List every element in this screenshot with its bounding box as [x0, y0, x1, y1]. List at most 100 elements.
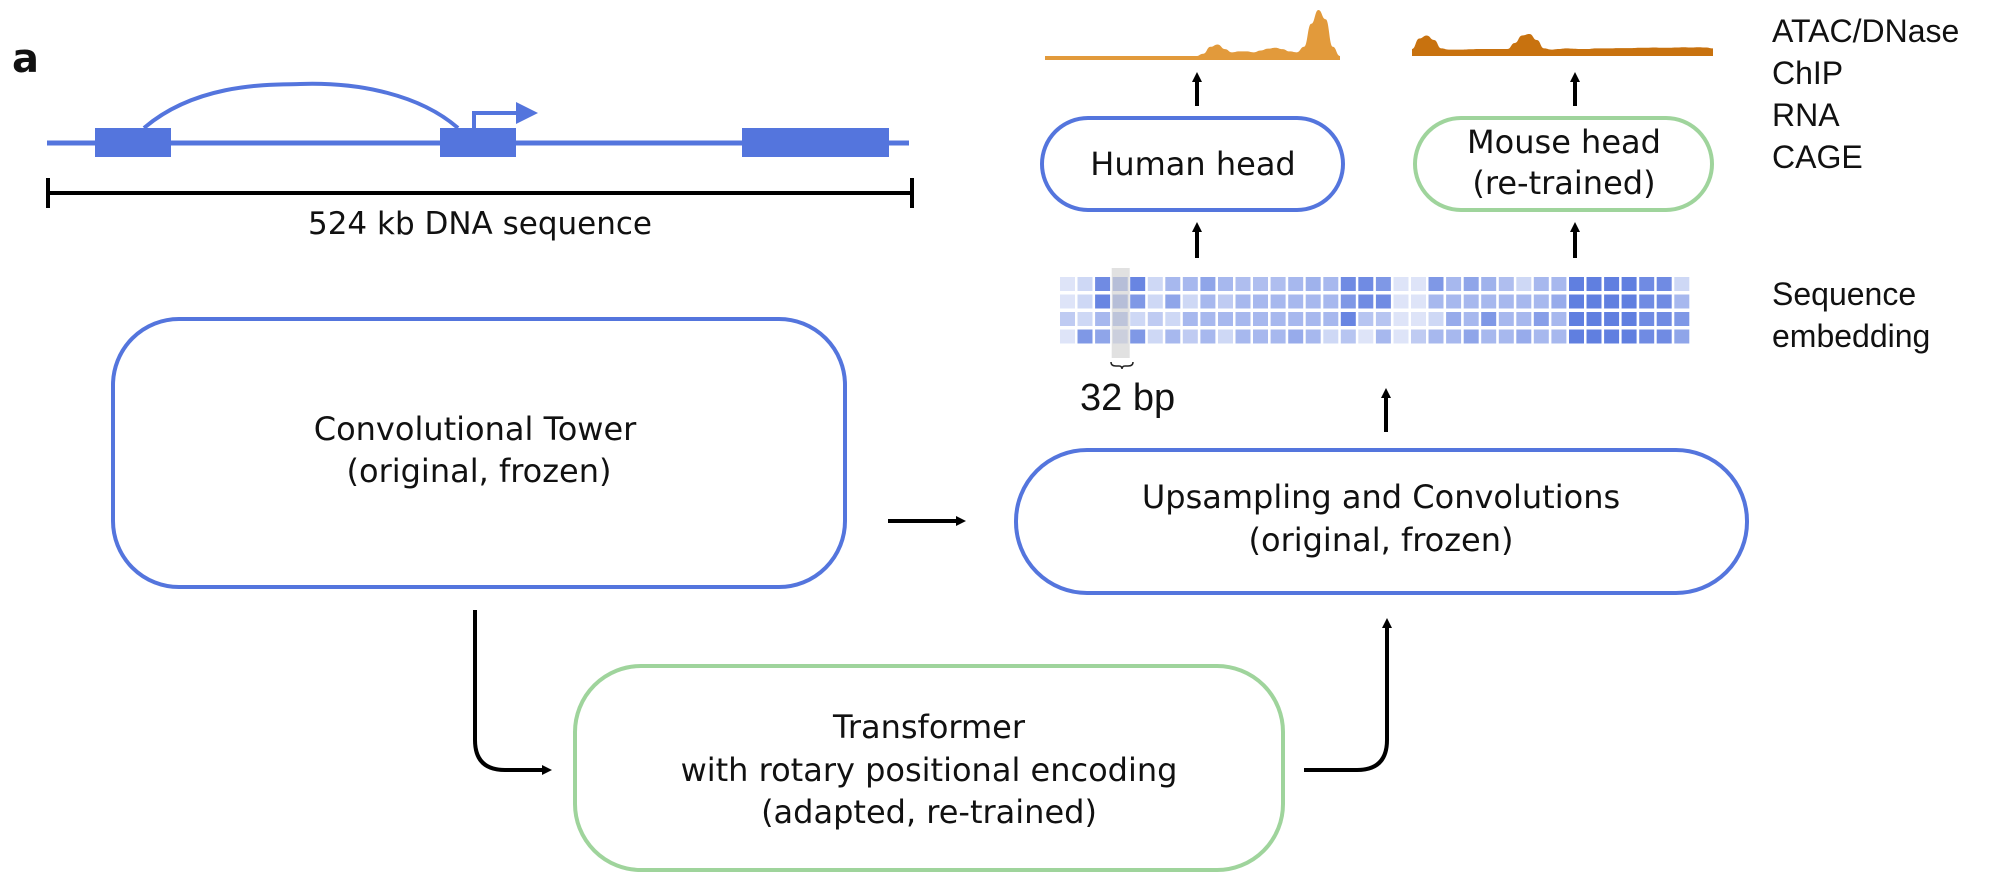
embedding-cell — [1446, 294, 1462, 309]
embedding-cell — [1270, 277, 1286, 291]
transformer-status: (adapted, re-trained) — [761, 793, 1097, 831]
exon-2 — [440, 128, 516, 157]
embedding-cell — [1639, 277, 1655, 291]
embedding-cell — [1323, 312, 1339, 326]
conv-tower-subtitle: (original, frozen) — [347, 452, 612, 490]
mouse-head-title: Mouse head — [1467, 123, 1661, 161]
embedding-cell — [1147, 329, 1163, 344]
resolution-label: 32 bp — [1080, 377, 1175, 419]
embedding-cell — [1481, 277, 1497, 291]
embedding-cell — [1358, 294, 1374, 309]
embedding-cell — [1569, 329, 1584, 344]
embedding-cell — [1463, 329, 1479, 344]
embedding-cell — [1411, 277, 1426, 291]
embedding-cell — [1218, 294, 1233, 309]
embedding-cell — [1639, 312, 1655, 326]
embedding-cell — [1182, 294, 1198, 309]
embedding-cell — [1428, 312, 1444, 326]
embedding-cell — [1604, 312, 1620, 326]
embedding-cell — [1393, 329, 1409, 344]
embedding-cell — [1182, 329, 1198, 344]
embedding-cell — [1235, 294, 1251, 309]
embedding-cell — [1498, 277, 1514, 291]
embedding-cell — [1674, 294, 1690, 309]
embedding-cell — [1586, 312, 1602, 326]
embedding-cell — [1323, 329, 1339, 344]
embedding-cell — [1428, 277, 1444, 291]
embedding-cell — [1270, 294, 1286, 309]
embedding-cell — [1481, 329, 1497, 344]
embedding-cell — [1165, 294, 1181, 309]
embedding-cell — [1253, 329, 1268, 344]
embedding-cell — [1182, 312, 1198, 326]
conv-tower-title: Convolutional Tower — [314, 410, 637, 448]
embedding-cell — [1411, 329, 1426, 344]
embedding-cell — [1340, 294, 1356, 309]
embedding-highlight-column — [1111, 268, 1130, 358]
splice-arc — [142, 81, 460, 130]
embedding-cell — [1253, 277, 1268, 291]
upsampling-box: Upsampling and Convolutions (original, f… — [1014, 448, 1749, 595]
conv-tower-box: Convolutional Tower (original, frozen) — [111, 317, 847, 589]
embedding-cell — [1551, 312, 1567, 326]
promoter-arrowhead-icon — [516, 102, 538, 124]
embedding-cell — [1516, 294, 1532, 309]
embedding-cell — [1463, 277, 1479, 291]
embedding-cell — [1340, 277, 1356, 291]
embedding-cell — [1604, 329, 1620, 344]
embedding-cell — [1621, 277, 1637, 291]
embedding-cell — [1498, 312, 1514, 326]
embedding-cell — [1393, 294, 1409, 309]
mouse-prediction-track — [1412, 34, 1713, 56]
embedding-cell — [1095, 277, 1111, 291]
embedding-cell — [1358, 277, 1374, 291]
scale-label: 524 kb DNA sequence — [308, 206, 652, 242]
embedding-cell — [1411, 312, 1426, 326]
embedding-cell — [1218, 312, 1233, 326]
arrow-conv-to-transformer — [473, 610, 552, 775]
promoter-arrow-stem — [472, 111, 518, 128]
embedding-cell — [1411, 294, 1426, 309]
embedding-cell — [1393, 277, 1409, 291]
embedding-cell — [1077, 312, 1093, 326]
embedding-cell — [1498, 294, 1514, 309]
embedding-cell — [1674, 329, 1690, 344]
embedding-cell — [1358, 329, 1374, 344]
embedding-cell — [1305, 294, 1321, 309]
embedding-cell — [1604, 294, 1620, 309]
embedding-cell — [1446, 312, 1462, 326]
embedding-cell — [1481, 294, 1497, 309]
embedding-label-line1: Sequence — [1772, 276, 1916, 312]
embedding-cell — [1340, 329, 1356, 344]
gene-diagram: 524 kb DNA sequence — [46, 81, 914, 242]
embedding-cell — [1656, 312, 1672, 326]
embedding-cell — [1463, 312, 1479, 326]
track-label-chip: ChIP — [1772, 55, 1843, 91]
embedding-cell — [1095, 329, 1111, 344]
track-label-rna: RNA — [1772, 97, 1840, 133]
embedding-cell — [1060, 329, 1075, 344]
embedding-cell — [1481, 312, 1497, 326]
embedding-cell — [1060, 294, 1075, 309]
embedding-cell — [1270, 329, 1286, 344]
embedding-cell — [1147, 294, 1163, 309]
embedding-cell — [1130, 294, 1146, 309]
embedding-cell — [1218, 277, 1233, 291]
embedding-cell — [1060, 312, 1075, 326]
embedding-cell — [1569, 294, 1584, 309]
embedding-cell — [1428, 329, 1444, 344]
resolution-brace-icon — [1110, 361, 1134, 370]
embedding-cell — [1656, 277, 1672, 291]
embedding-cell — [1375, 277, 1391, 291]
human-head-label: Human head — [1090, 145, 1295, 183]
embedding-cell — [1533, 329, 1549, 344]
embedding-cell — [1516, 329, 1532, 344]
embedding-cell — [1428, 294, 1444, 309]
embedding-cell — [1305, 312, 1321, 326]
embedding-cell — [1095, 294, 1111, 309]
embedding-cell — [1147, 277, 1163, 291]
embedding-cell — [1305, 329, 1321, 344]
embedding-cell — [1569, 277, 1584, 291]
embedding-cell — [1533, 277, 1549, 291]
